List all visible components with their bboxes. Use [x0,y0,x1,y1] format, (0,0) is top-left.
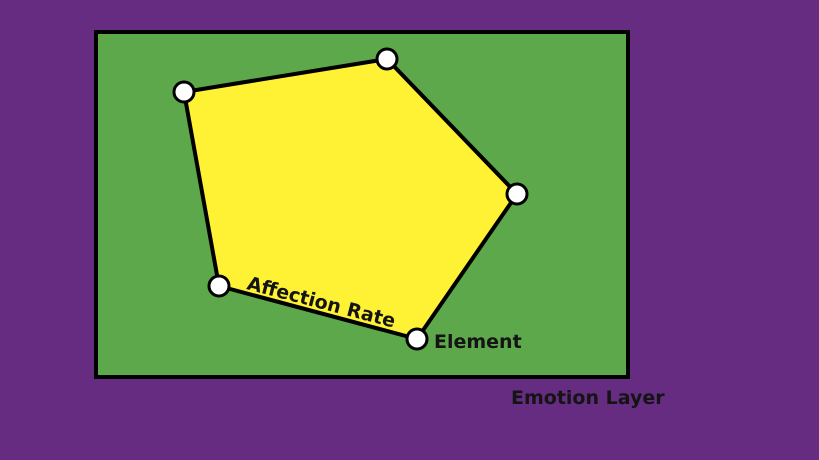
layer-label-emotion-layer: Emotion Layer [511,387,665,409]
affection-polygon [182,57,519,341]
element-node [172,80,196,104]
element-node [405,327,429,351]
element-node [505,182,529,206]
element-node [207,274,231,298]
element-node [375,47,399,71]
node-label-element: Element [434,331,522,353]
